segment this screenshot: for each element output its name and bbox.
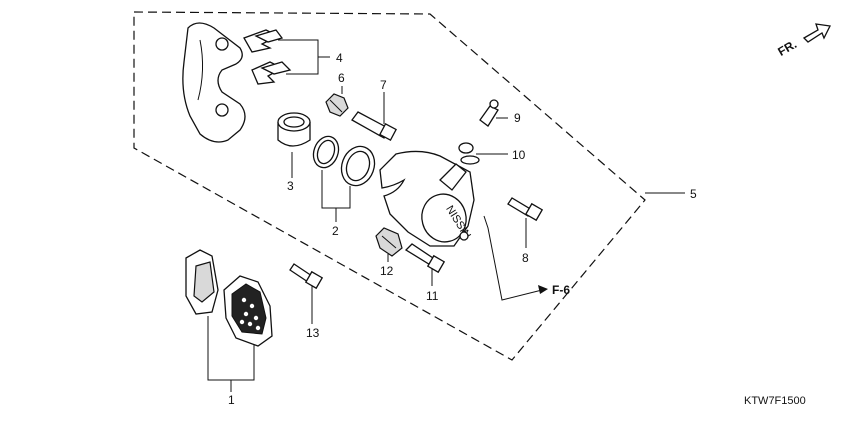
caliper-piston: [277, 112, 311, 147]
leader-lines: [207, 39, 685, 392]
callout-5: 5: [690, 187, 697, 201]
caliper-bracket: [182, 22, 246, 143]
pin-boot: [375, 227, 403, 257]
brake-pad-inner: [185, 249, 219, 315]
reference-arrowhead: [538, 285, 548, 294]
callout-7: 7: [380, 78, 387, 92]
brake-pad-outer: [223, 275, 273, 347]
front-direction-indicator: FR.: [775, 23, 831, 59]
bleeder-washer: [458, 142, 480, 165]
callout-11: 11: [426, 289, 439, 303]
bleeder-cap: [325, 93, 349, 117]
front-arrow-icon: [802, 23, 831, 43]
callout-10: 10: [512, 148, 526, 162]
bolt-13: [289, 263, 324, 290]
front-label: FR.: [775, 37, 799, 59]
callout-13: 13: [306, 326, 320, 340]
pin-bolt-11: [404, 243, 446, 274]
bleeder-screw: [479, 99, 499, 127]
callout-3: 3: [287, 179, 294, 193]
callout-1: 1: [228, 393, 235, 407]
pin-bolt-7: [351, 111, 397, 141]
callout-6: 6: [338, 71, 345, 85]
piston-seals: [312, 135, 376, 187]
bolt-8: [507, 197, 544, 222]
callout-8: 8: [522, 251, 529, 265]
diagram-code: KTW7F1500: [744, 395, 806, 407]
callout-12: 12: [380, 264, 394, 278]
callout-9: 9: [514, 111, 521, 125]
reference-label: F-6: [552, 283, 570, 297]
pad-retainer-clips: [243, 29, 292, 85]
caliper-body: NISSIN: [379, 150, 475, 247]
assembly-boundary: [133, 11, 646, 361]
callout-4: 4: [336, 51, 343, 65]
callout-2: 2: [332, 224, 339, 238]
